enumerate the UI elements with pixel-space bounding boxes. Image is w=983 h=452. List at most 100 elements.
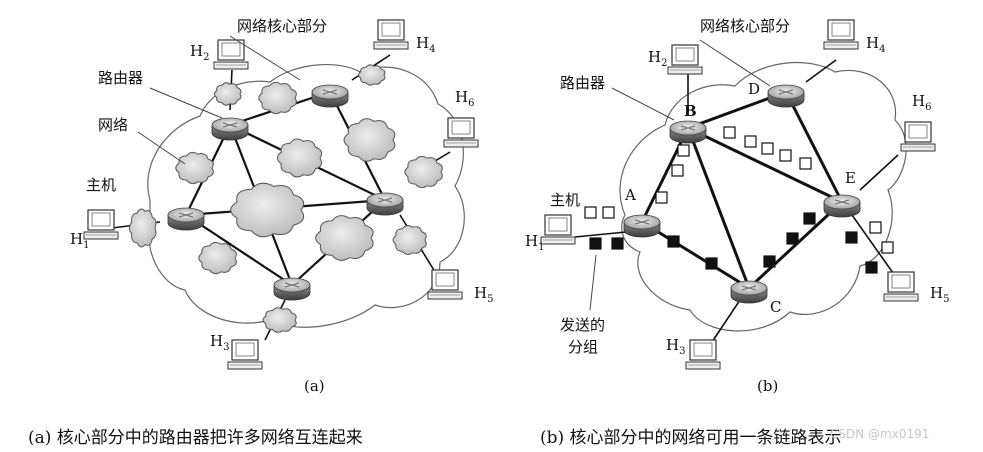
host-label: H5 (930, 284, 949, 305)
routers (167, 84, 404, 301)
router-icon (366, 192, 404, 216)
packet-empty (799, 157, 812, 170)
router-label-pointer (611, 87, 675, 121)
router-icon (167, 207, 205, 231)
host-label: H2 (190, 42, 209, 63)
node-label-e: E (845, 169, 856, 187)
network-cloud (128, 208, 157, 248)
packets-label-line1: 发送的 (560, 316, 605, 334)
packets-label-line2: 分组 (568, 338, 598, 356)
network-cloud (276, 138, 323, 178)
network-cloud (175, 151, 214, 185)
router-links (574, 59, 899, 343)
packets (584, 126, 894, 274)
network-cloud (262, 307, 297, 333)
network-clouds (128, 64, 443, 333)
node-label-a: A (624, 186, 636, 204)
caption-a: (a) 核心部分中的路由器把许多网络互连起来 (28, 428, 363, 448)
link-line (185, 214, 293, 286)
host-label: 主机 (550, 191, 580, 209)
packet-empty (723, 126, 736, 139)
packet-filled (763, 255, 776, 268)
host-label: H4 (866, 34, 885, 55)
router-icon (669, 120, 707, 144)
link-line (711, 299, 741, 343)
host-label: H4 (416, 34, 435, 55)
host-label: H6 (455, 88, 474, 109)
packet-filled (589, 237, 602, 250)
host-computer-icon (883, 271, 919, 302)
host-computer-icon (83, 209, 119, 240)
link-line (686, 127, 751, 289)
network-label: 网络 (98, 116, 128, 134)
network-cloud (258, 81, 297, 115)
core-label: 网络核心部分 (237, 17, 327, 35)
node-label-c: C (770, 298, 781, 316)
packet-empty (779, 149, 792, 162)
host-label: H6 (912, 92, 931, 113)
router-icon (273, 277, 311, 301)
host-computer-icon (900, 121, 936, 152)
host-computer-icon (373, 19, 409, 50)
router-icon (211, 117, 249, 141)
link-line (859, 154, 899, 191)
router-label: 路由器 (560, 74, 605, 92)
packets-label-pointer (589, 254, 597, 311)
diagram-b-label: (b) (757, 377, 778, 395)
host-computer-icon (540, 214, 576, 245)
router-icon (623, 214, 661, 238)
host-computer-icon (227, 339, 263, 370)
packet-empty (584, 206, 597, 219)
host-label: 主机 (86, 176, 116, 194)
host-computer-icon (427, 269, 463, 300)
host-computer-icon (443, 117, 479, 148)
link-line (641, 220, 750, 290)
packet-filled (803, 212, 816, 225)
host-label: H1 (525, 232, 544, 253)
router-icon (730, 280, 768, 304)
packet-filled (611, 237, 624, 250)
network-cloud (343, 118, 396, 162)
host-computer-icon (823, 19, 859, 50)
link-line (851, 214, 899, 281)
node-label-d: D (748, 80, 760, 98)
link-line (747, 200, 844, 290)
link-line (805, 59, 837, 83)
network-cloud (198, 241, 237, 275)
packet-empty (655, 191, 668, 204)
core-label-pointer (699, 39, 771, 87)
packet-empty (869, 221, 882, 234)
routers (623, 84, 861, 304)
packet-filled (786, 232, 799, 245)
host-computer-icon (685, 339, 721, 370)
link-line (574, 231, 627, 238)
caption-b: (b) 核心部分中的网络可用一条链路表示 (540, 428, 842, 448)
packet-filled (667, 235, 680, 248)
network-cloud (213, 82, 242, 106)
packet-filled (865, 261, 878, 274)
network-label-pointer (137, 131, 186, 165)
host-computer-icon (213, 39, 249, 70)
core-boundary-cloud (147, 64, 465, 328)
packet-empty (744, 135, 757, 148)
network-cloud (392, 224, 427, 256)
diagram-a-label: (a) (304, 377, 325, 395)
packet-empty (881, 241, 894, 254)
packet-empty (761, 142, 774, 155)
packet-filled (845, 231, 858, 244)
router-label: 路由器 (98, 69, 143, 87)
watermark: CSDN @mx0191 (830, 427, 930, 441)
link-line (687, 126, 843, 204)
router-icon (311, 84, 349, 108)
router-icon (823, 194, 861, 218)
packet-empty (602, 206, 615, 219)
link-line (784, 91, 844, 203)
host-label: H3 (210, 332, 229, 353)
host-label: H5 (474, 284, 493, 305)
host-label: H3 (666, 336, 685, 357)
packet-empty (671, 164, 684, 177)
packet-filled (705, 257, 718, 270)
link-line (640, 127, 690, 223)
